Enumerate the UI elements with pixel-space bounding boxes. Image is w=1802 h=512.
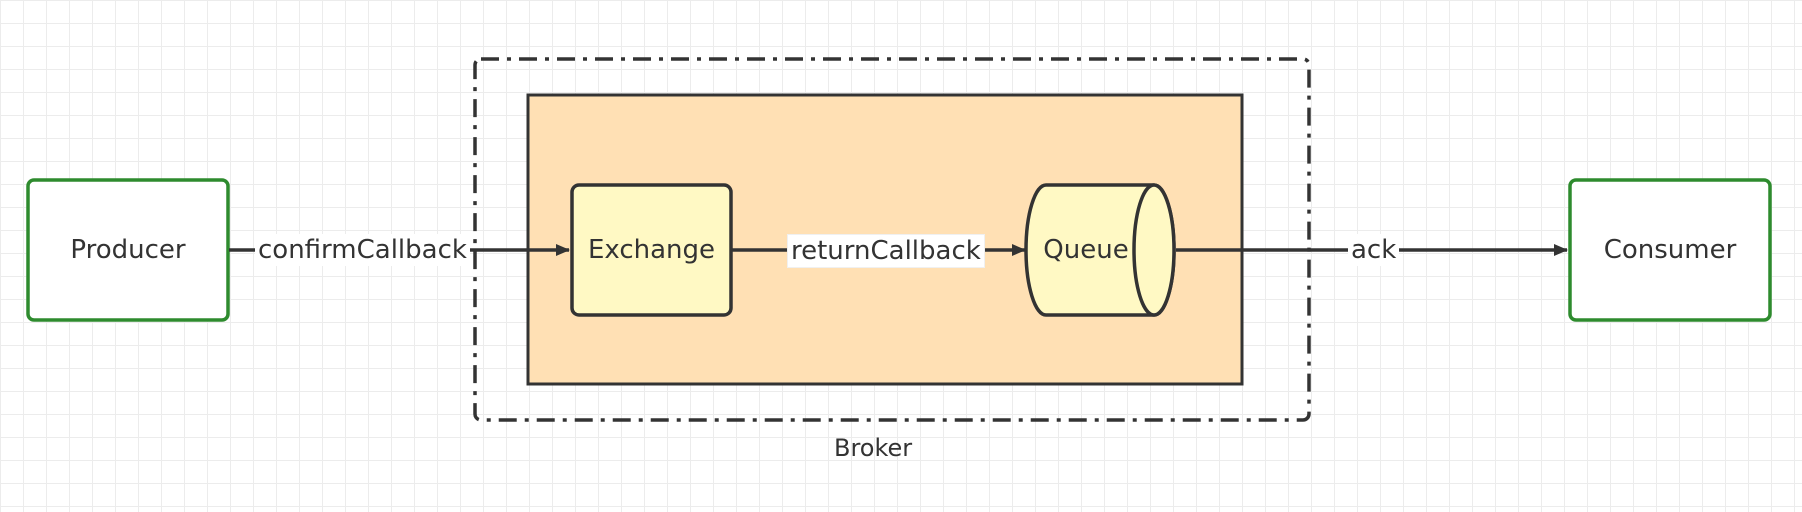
- queue-label: Queue: [1043, 235, 1129, 265]
- return-callback-label: returnCallback: [787, 234, 985, 268]
- broker-label: Broker: [834, 434, 913, 462]
- ack-label: ack: [1348, 234, 1400, 266]
- producer-label: Producer: [70, 235, 186, 265]
- exchange-box[interactable]: [570, 183, 733, 317]
- confirm-callback-label: confirmCallback: [255, 234, 470, 266]
- queue-cylinder[interactable]: [1024, 183, 1176, 317]
- consumer-label: Consumer: [1603, 235, 1737, 265]
- exchange-label: Exchange: [587, 235, 716, 265]
- producer-box[interactable]: [26, 178, 230, 322]
- consumer-box[interactable]: [1568, 178, 1772, 322]
- broker-group-border: [473, 57, 1311, 422]
